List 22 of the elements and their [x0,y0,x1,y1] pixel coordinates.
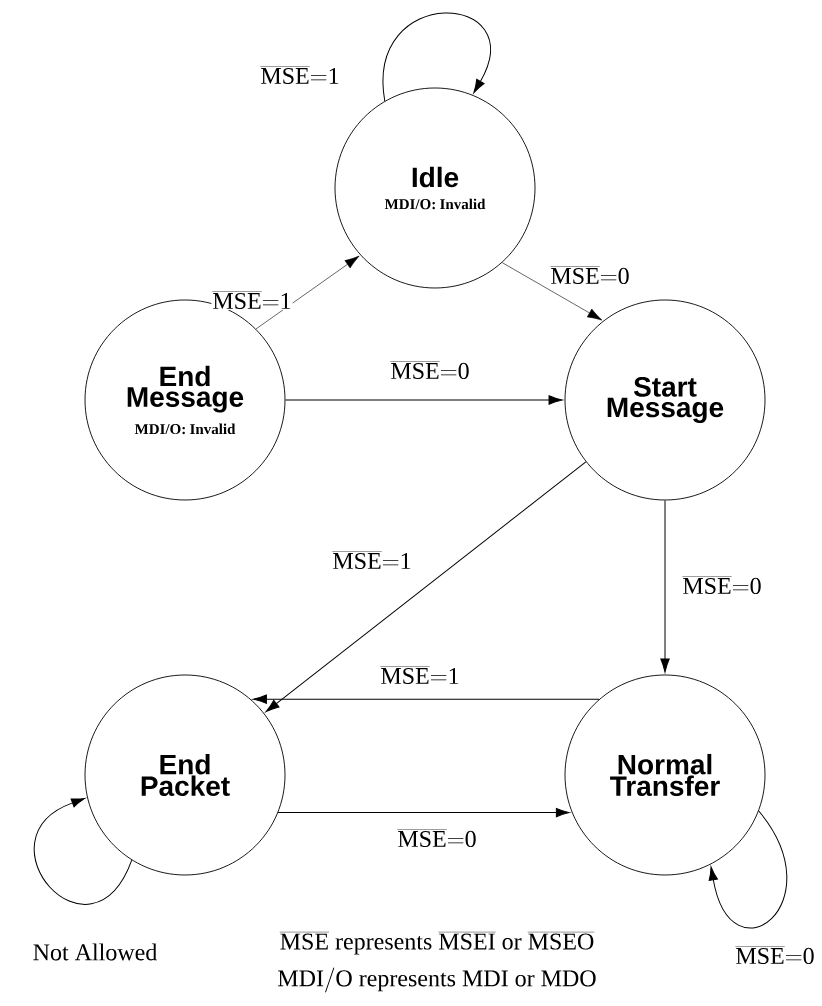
edge-label: $\overline{\mathrm{MSE}}\mathrm{{=}0}$ [681,574,763,596]
arrow [660,499,670,673]
loop-arrow [34,797,133,905]
edge-label: $\overline{\mathrm{MSE}}\mathrm{{=}0}$ [549,264,631,286]
loop-arrow [382,12,491,102]
edge-label: $\overline{\mathrm{MSE}}\mathrm{{=}1}$ [211,289,293,311]
edge-label: $\overline{\mathrm{MSE}}\mathrm{{=}1}$ [331,549,413,571]
arrow [277,807,570,818]
edge-label: $\overline{\mathrm{MSE}}\mathrm{{=}0}$ [389,359,471,381]
arrow [501,262,603,321]
edge-label: $\overline{\mathrm{MSE}}\mathrm{{=}0}$ [396,827,478,849]
edge-label: $\overline{\mathrm{MSE}}\mathrm{{=}1}$ [259,64,341,86]
arrow [284,395,563,405]
arrow [255,255,360,330]
edge-label: $\mathrm{Not\ Allowed}$ [31,942,159,962]
edge-label: $\overline{\mathrm{MSE}}\mathrm{{=}1}$ [379,664,461,686]
arrow [252,694,600,704]
note: $\overline{\mathrm{MSE}}\mathrm{\ represents\ }\overline{\mathrm{MSEI}}\mathrm{\ or\ }\overline{\mathrm{MSEO}}$ [279,932,595,955]
arrow [265,461,587,713]
loop-arrow [708,810,788,929]
note: $\mathrm{MDI/O\ represents\ MDI\ or\ MDO}$ [278,967,596,993]
edge-label: $\overline{\mathrm{MSE}}\mathrm{{=}0}$ [734,944,816,966]
